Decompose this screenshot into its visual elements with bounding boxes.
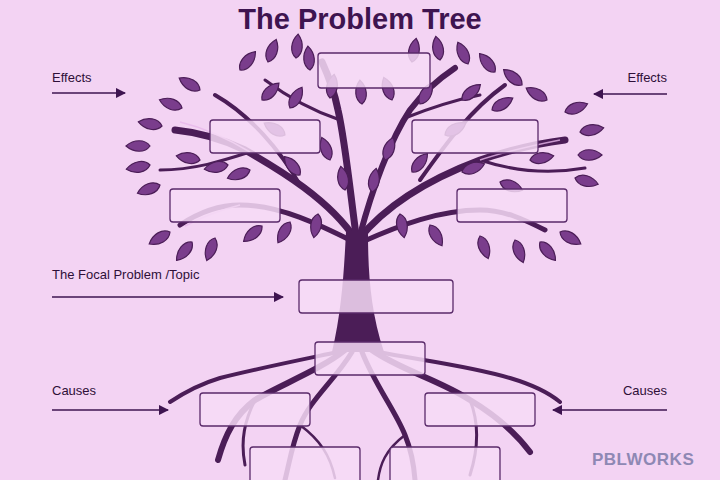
- leaf: [395, 213, 410, 238]
- leaf: [285, 85, 306, 111]
- leaf: [258, 79, 282, 103]
- leaf: [489, 93, 515, 114]
- leaf: [236, 48, 259, 73]
- leaf: [578, 150, 602, 161]
- effect-box: [318, 53, 430, 88]
- leaf: [510, 238, 528, 264]
- leaf: [524, 83, 550, 104]
- cause-box: [250, 447, 360, 480]
- leaf: [536, 239, 559, 264]
- pointer-arrows: [52, 93, 667, 410]
- pointer-arrow: [52, 92, 125, 94]
- empty-boxes: [170, 53, 567, 480]
- leaf: [291, 34, 304, 59]
- leaf: [203, 160, 228, 175]
- cause-box: [425, 393, 535, 426]
- section-label: Effects: [52, 70, 92, 86]
- leaf: [336, 165, 351, 190]
- pointer-arrow: [553, 409, 667, 411]
- diagram-title: The Problem Tree: [0, 3, 720, 36]
- section-label: Causes: [623, 383, 667, 399]
- pointer-arrow: [52, 409, 168, 411]
- focal-box: [299, 280, 453, 313]
- effect-box: [412, 120, 538, 153]
- logo-text: PBLWORKS: [592, 450, 694, 470]
- leaf: [281, 153, 304, 178]
- branches: [160, 62, 585, 242]
- effect-box: [457, 189, 567, 222]
- effect-box: [170, 189, 280, 222]
- leaf: [380, 136, 398, 162]
- section-label: Effects: [627, 70, 667, 86]
- leaf: [263, 38, 281, 64]
- leaf: [158, 95, 184, 113]
- leaf: [202, 236, 220, 262]
- leaf: [500, 66, 525, 89]
- leaf: [309, 213, 324, 238]
- leaf: [459, 81, 484, 104]
- pointer-arrow: [52, 296, 283, 298]
- leaf: [303, 46, 316, 71]
- leaf: [125, 160, 150, 175]
- pointer-arrow: [594, 93, 667, 95]
- leaf: [579, 123, 604, 138]
- leaf: [226, 165, 252, 183]
- leaf: [408, 150, 431, 175]
- leaf: [557, 227, 583, 248]
- cause-box: [200, 393, 310, 426]
- cause-box: [390, 447, 500, 480]
- leaf: [574, 173, 600, 189]
- leaf: [431, 35, 446, 60]
- cause-box: [315, 342, 425, 375]
- leaf: [136, 180, 162, 198]
- leaf: [177, 73, 203, 94]
- section-label: Causes: [52, 383, 96, 399]
- leaf: [273, 219, 294, 245]
- leaf: [173, 239, 196, 264]
- leaf: [175, 151, 200, 166]
- leaf: [476, 50, 499, 75]
- leaves: [125, 34, 604, 265]
- leaf: [367, 167, 382, 192]
- leaf: [563, 99, 589, 117]
- leaf: [475, 234, 493, 260]
- branch: [160, 152, 250, 170]
- effect-box: [210, 120, 320, 153]
- leaf: [147, 227, 173, 248]
- leaf: [453, 40, 473, 66]
- leaf: [137, 117, 162, 132]
- leaf: [425, 222, 446, 248]
- leaf: [126, 141, 150, 152]
- leaf: [240, 222, 265, 245]
- leaf: [460, 159, 486, 177]
- section-label: The Focal Problem /Topic: [52, 267, 199, 283]
